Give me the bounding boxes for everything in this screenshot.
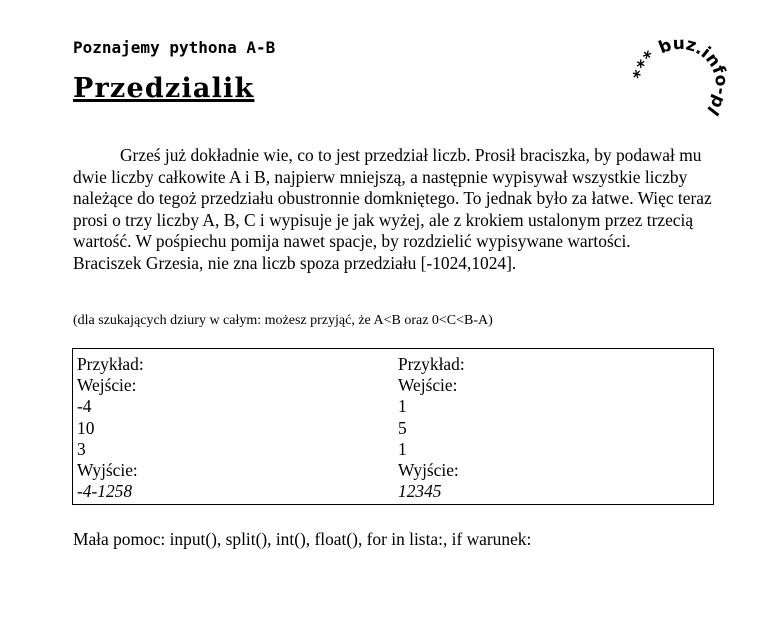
logo-text: *** buz.info-pl [629, 34, 731, 119]
task-range-line: Braciszek Grzesia, nie zna liczb spoza p… [73, 252, 517, 273]
example-output-label: Wyjście: [398, 460, 459, 481]
page-title: Przedzialik [73, 73, 255, 104]
examples-box: Przykład: Wejście: -4 10 3 Wyjście: -4-1… [72, 348, 714, 505]
example-1: Przykład: Wejście: -4 10 3 Wyjście: -4-1… [77, 354, 144, 502]
task-paragraph: Grześ już dokładnie wie, co to jest prze… [73, 145, 712, 251]
example-input-value: 3 [77, 438, 86, 459]
example-input-label: Wejście: [77, 375, 137, 396]
example-output-value: 12345 [398, 481, 442, 502]
example-heading: Przykład: [398, 354, 465, 374]
example-2: Przykład: Wejście: 1 5 1 Wyjście: 12345 [398, 354, 465, 502]
logo: *** buz.info-pl [629, 34, 731, 119]
logo-text-path: *** buz.info-pl [629, 34, 731, 119]
example-output-value: -4-1258 [77, 481, 133, 502]
example-input-value: 1 [398, 438, 407, 459]
example-input-value: -4 [77, 396, 92, 417]
example-input-value: 5 [398, 417, 407, 438]
help-hint: Mała pomoc: input(), split(), int(), flo… [73, 529, 532, 549]
example-input-value: 10 [77, 417, 95, 438]
task-description: Grześ już dokładnie wie, co to jest prze… [73, 145, 713, 274]
example-heading: Przykład: [77, 354, 144, 374]
page-subtitle: Poznajemy pythona A-B [73, 38, 276, 57]
example-output-label: Wyjście: [77, 460, 138, 481]
example-input-value: 1 [398, 396, 407, 417]
example-input-label: Wejście: [398, 375, 458, 396]
task-note: (dla szukających dziury w całym: możesz … [73, 313, 493, 328]
